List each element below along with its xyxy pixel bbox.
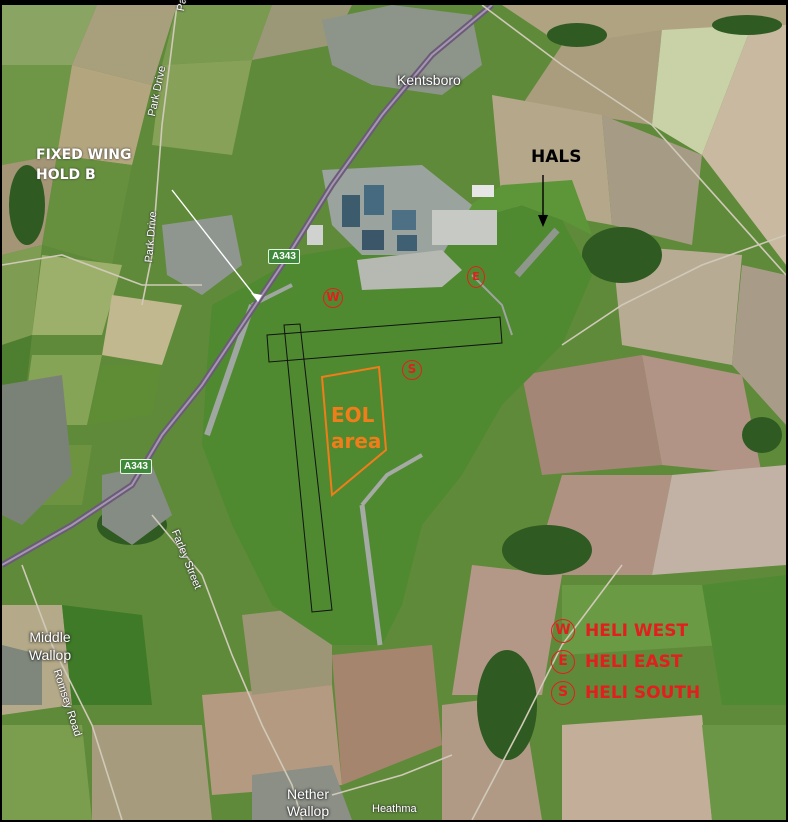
eol-line2: area	[331, 429, 382, 453]
road-shield-a343-lower: A343	[120, 459, 152, 474]
place-label-kentsboro: Kentsboro	[397, 72, 461, 88]
airfield-grass	[202, 205, 592, 645]
legend-symbol-south: S	[551, 681, 575, 705]
legend-symbol-west: W	[551, 619, 575, 643]
fixed-wing-hold-line2: HOLD B	[36, 167, 96, 183]
fixed-wing-hold-line1: FIXED WING	[36, 147, 132, 163]
satellite-map[interactable]	[2, 5, 786, 820]
legend-row-heli-south: S HELI SOUTH	[551, 681, 700, 705]
runway-outlines	[266, 316, 503, 613]
minor-roads	[2, 5, 786, 820]
fixed-wing-hold-b-label: FIXED WING HOLD B	[36, 145, 131, 185]
legend-label-heli-south: HELI SOUTH	[585, 683, 701, 703]
place-label-middle-wallop: Middle Wallop	[28, 629, 72, 663]
legend-row-heli-east: E HELI EAST	[551, 650, 683, 674]
legend-symbol-east: E	[551, 650, 575, 674]
legend-label-heli-west: HELI WEST	[585, 621, 689, 641]
place-label-nether-wallop: Nether Wallop	[286, 786, 330, 819]
marker-heli-west[interactable]: W	[323, 288, 343, 308]
hals-label: HALS	[531, 147, 582, 167]
marker-heli-east[interactable]: E	[467, 266, 485, 288]
hold-b-arrow	[171, 189, 259, 301]
built-up-areas	[2, 5, 482, 820]
base-buildings	[307, 165, 497, 290]
legend-row-heli-west: W HELI WEST	[551, 619, 688, 643]
road-shield-a343-upper: A343	[268, 249, 300, 264]
marker-heli-south[interactable]: S	[402, 360, 422, 380]
eol-area-label: EOL area	[331, 402, 381, 454]
legend-label-heli-east: HELI EAST	[585, 652, 683, 672]
eol-area-outline	[320, 365, 388, 497]
eol-line1: EOL	[331, 403, 375, 427]
road-label-heathman: Heathma	[372, 803, 417, 815]
